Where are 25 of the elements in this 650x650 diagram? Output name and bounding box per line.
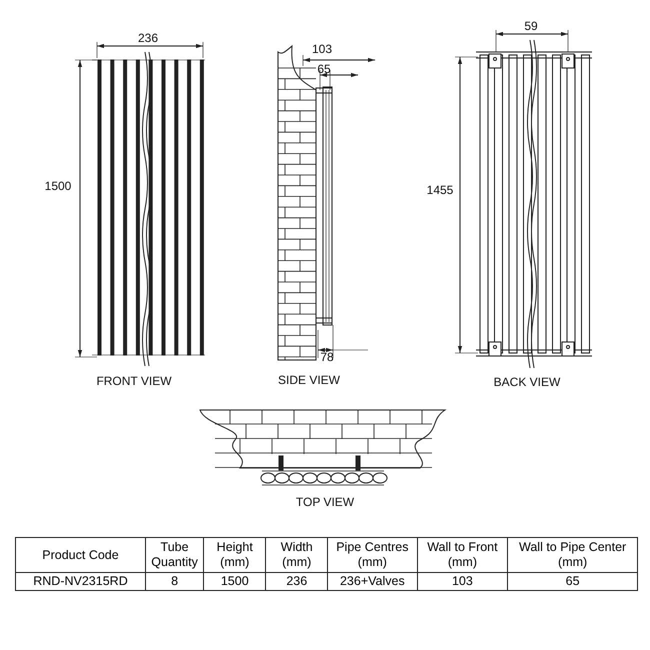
dimension-value: 1455: [426, 184, 454, 196]
table-cell: 65: [508, 572, 638, 590]
table-header-cell: Wall to Pipe Center (mm): [508, 538, 638, 572]
table-header-cell: Pipe Centres (mm): [328, 538, 418, 572]
view-title: BACK VIEW: [494, 376, 560, 388]
dimension-value: 1500: [44, 180, 72, 192]
dimension-value: 236: [138, 32, 158, 44]
view-title: TOP VIEW: [296, 496, 354, 508]
table-cell: RND-NV2315RD: [16, 572, 146, 590]
table-cell: 103: [417, 572, 508, 590]
view-title: FRONT VIEW: [96, 375, 172, 387]
dimension-value: 59: [524, 20, 538, 32]
table-header-cell: Height (mm): [204, 538, 266, 572]
dimension-value: 78: [320, 351, 334, 363]
table-header-cell: Product Code: [16, 538, 146, 572]
dimension-value: 65: [317, 63, 331, 75]
table-cell: 1500: [204, 572, 266, 590]
view-title: SIDE VIEW: [278, 374, 340, 386]
table-cell: 236: [266, 572, 328, 590]
table-cell: 8: [145, 572, 204, 590]
dimension-value: 103: [312, 43, 332, 55]
table-header-cell: Width (mm): [266, 538, 328, 572]
table-header-cell: Wall to Front (mm): [417, 538, 508, 572]
table-cell: 236+Valves: [328, 572, 418, 590]
table-header-cell: Tube Quantity: [145, 538, 204, 572]
